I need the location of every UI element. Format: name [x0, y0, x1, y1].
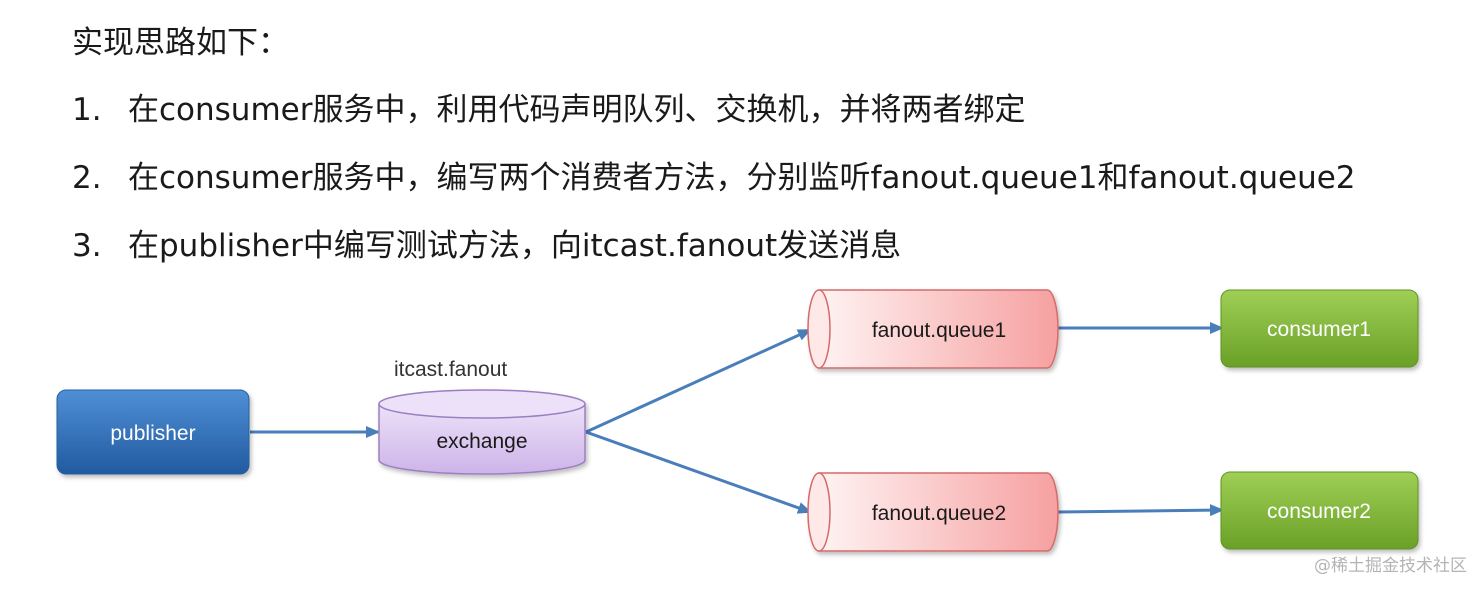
- arrow-queue2-consumer2: [1057, 504, 1224, 517]
- step-text: 在publisher中编写测试方法，向itcast.fanout发送消息: [128, 228, 902, 264]
- consumer2-node: consumer2: [1220, 471, 1419, 550]
- consumer2-label: consumer2: [1267, 500, 1371, 523]
- watermark: @稀土掘金技术社区: [1314, 556, 1467, 576]
- step-number: 1.: [72, 92, 102, 128]
- queue2-node: [807, 472, 1059, 552]
- exchange-node: [378, 389, 586, 475]
- step-item: 1. 在consumer服务中，利用代码声明队列、交换机，并将两者绑定: [72, 86, 1356, 154]
- arrow-exchange-queue2: [585, 430, 812, 514]
- step-number: 2.: [72, 160, 102, 196]
- step-item: 3. 在publisher中编写测试方法，向itcast.fanout发送消息: [72, 222, 1356, 290]
- step-list: 1. 在consumer服务中，利用代码声明队列、交换机，并将两者绑定 2. 在…: [72, 86, 1356, 290]
- exchange-label: exchange: [436, 430, 527, 453]
- step-text: 在consumer服务中，利用代码声明队列、交换机，并将两者绑定: [128, 92, 1026, 128]
- exchange-name-label: itcast.fanout: [394, 358, 507, 381]
- publisher-label: publisher: [110, 422, 195, 445]
- publisher-node: publisher: [56, 389, 250, 475]
- heading: 实现思路如下：: [72, 25, 289, 61]
- queue1-label: fanout.queue1: [872, 319, 1006, 342]
- arrow-exchange-queue1: [585, 328, 812, 434]
- consumer1-label: consumer1: [1267, 318, 1371, 341]
- queue2-label: fanout.queue2: [872, 502, 1006, 525]
- step-text: 在consumer服务中，编写两个消费者方法，分别监听fanout.queue1…: [128, 160, 1356, 196]
- consumer1-node: consumer1: [1220, 289, 1419, 368]
- fanout-diagram: publisher itcast.fanout exchange fanout.…: [56, 289, 1419, 552]
- queue1-node: [807, 289, 1059, 369]
- step-number: 3.: [72, 228, 102, 264]
- step-item: 2. 在consumer服务中，编写两个消费者方法，分别监听fanout.que…: [72, 154, 1356, 222]
